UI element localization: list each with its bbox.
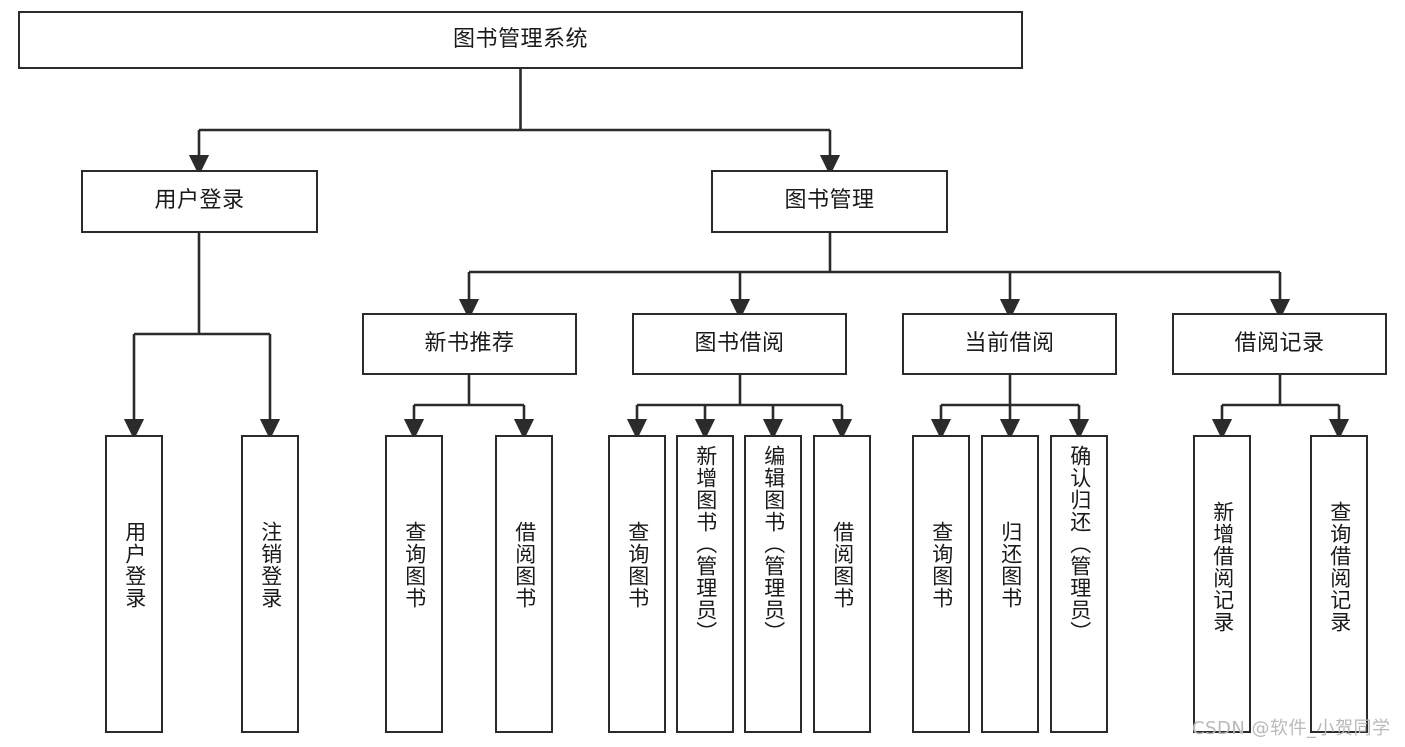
node-leaf-query-book-3-label: 查询图书 [929, 521, 954, 609]
node-current-borrow-label: 当前借阅 [964, 330, 1055, 356]
node-book-manage-label: 图书管理 [784, 188, 875, 214]
node-leaf-borrow-book-2-label: 借阅图书 [830, 521, 855, 609]
node-leaf-return-book[interactable]: 归还图书 [981, 435, 1039, 733]
node-leaf-logout[interactable]: 注销登录 [241, 435, 299, 733]
node-leaf-add-record[interactable]: 新增借阅记录 [1193, 435, 1251, 733]
node-leaf-borrow-book-2[interactable]: 借阅图书 [813, 435, 871, 733]
node-leaf-borrow-book-1[interactable]: 借阅图书 [495, 435, 553, 733]
node-leaf-user-login[interactable]: 用户登录 [105, 435, 163, 733]
node-borrow-record[interactable]: 借阅记录 [1172, 313, 1387, 375]
node-leaf-borrow-book-1-label: 借阅图书 [512, 521, 537, 609]
node-book-borrow-label: 图书借阅 [694, 330, 785, 356]
node-user-login[interactable]: 用户登录 [81, 170, 318, 233]
node-leaf-add-book[interactable]: 新增图书（管理员） [676, 435, 734, 733]
node-leaf-confirm-return[interactable]: 确认归还（管理员） [1050, 435, 1108, 733]
node-borrow-record-label: 借阅记录 [1234, 330, 1325, 356]
node-leaf-logout-label: 注销登录 [258, 521, 283, 609]
node-book-borrow[interactable]: 图书借阅 [632, 313, 847, 375]
node-root-label: 图书管理系统 [452, 26, 588, 52]
node-book-manage[interactable]: 图书管理 [711, 170, 948, 233]
node-current-borrow[interactable]: 当前借阅 [902, 313, 1117, 375]
node-leaf-query-record-label: 查询借阅记录 [1327, 501, 1352, 633]
node-leaf-confirm-return-label: 确认归还（管理员） [1067, 445, 1092, 643]
node-leaf-query-book-1-label: 查询图书 [402, 521, 427, 609]
node-leaf-user-login-label: 用户登录 [122, 521, 147, 609]
node-new-book-rec[interactable]: 新书推荐 [362, 313, 577, 375]
node-leaf-query-book-2-label: 查询图书 [625, 521, 650, 609]
node-leaf-add-record-label: 新增借阅记录 [1210, 501, 1235, 633]
node-new-book-rec-label: 新书推荐 [424, 330, 515, 356]
node-leaf-query-book-1[interactable]: 查询图书 [385, 435, 443, 733]
node-leaf-query-book-2[interactable]: 查询图书 [608, 435, 666, 733]
node-leaf-edit-book[interactable]: 编辑图书（管理员） [744, 435, 802, 733]
node-leaf-edit-book-label: 编辑图书（管理员） [761, 445, 786, 643]
csdn-watermark: CSDN @软件_小贺同学 [1192, 718, 1391, 739]
node-leaf-add-book-label: 新增图书（管理员） [693, 445, 718, 643]
node-leaf-query-record[interactable]: 查询借阅记录 [1310, 435, 1368, 733]
node-root[interactable]: 图书管理系统 [18, 11, 1023, 69]
node-leaf-return-book-label: 归还图书 [998, 521, 1023, 609]
node-user-login-label: 用户登录 [154, 188, 245, 214]
node-leaf-query-book-3[interactable]: 查询图书 [912, 435, 970, 733]
